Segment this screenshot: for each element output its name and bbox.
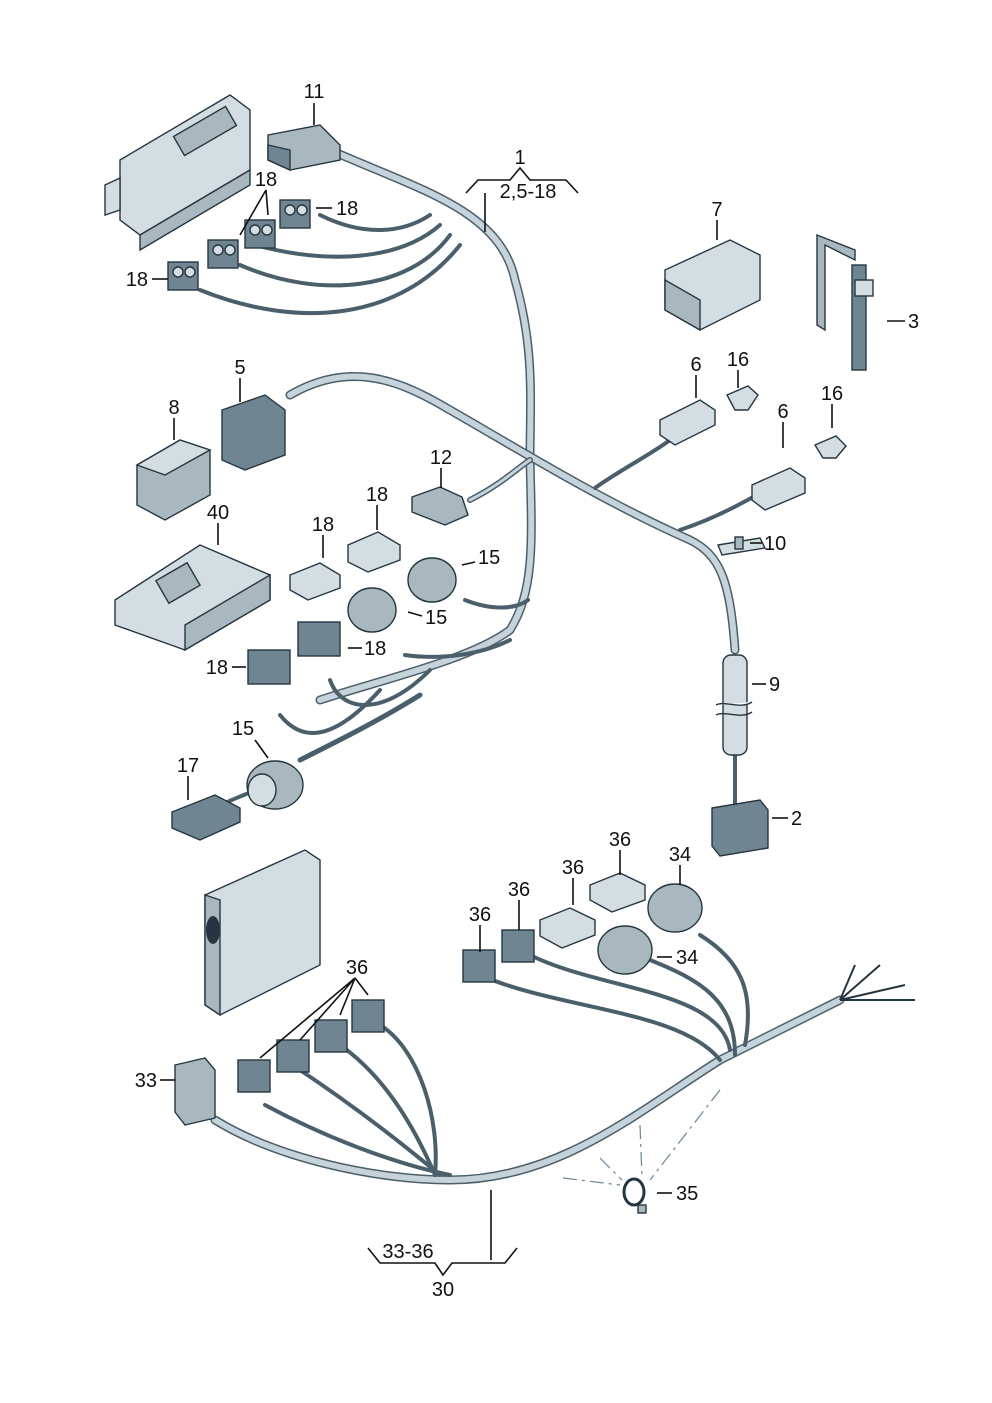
clip-10[interactable]: [717, 536, 767, 556]
plug-connector-36-l4[interactable]: [351, 999, 385, 1033]
callout-15[interactable]: 15: [425, 607, 447, 629]
protective-cap-15-b[interactable]: [347, 587, 397, 633]
callout-36[interactable]: 36: [508, 879, 530, 901]
group-bracket-1: [465, 166, 579, 232]
fuse-16-b[interactable]: [813, 435, 847, 459]
connector-housing-2[interactable]: [711, 799, 769, 857]
plug-connector-18-upper-1[interactable]: [279, 199, 311, 229]
plug-connector-18-low-2[interactable]: [247, 649, 291, 685]
callout-16[interactable]: 16: [727, 349, 749, 371]
callout-labels: 1 2,5-18 33-36 30 11 18 18 18 7 3 5 8 6 …: [126, 81, 919, 1301]
callout-10[interactable]: 10: [764, 533, 786, 555]
callout-36[interactable]: 36: [562, 857, 584, 879]
callout-8[interactable]: 8: [168, 397, 179, 419]
callout-6[interactable]: 6: [690, 354, 701, 376]
connector-housing-12[interactable]: [411, 486, 469, 526]
plug-connector-18-upper-3[interactable]: [207, 239, 239, 269]
group-1-includes: 2,5-18: [500, 181, 557, 203]
plug-connector-18-mid-1[interactable]: [289, 562, 341, 601]
harness-30-wires: [210, 933, 915, 1185]
callout-15[interactable]: 15: [478, 547, 500, 569]
callout-33[interactable]: 33: [135, 1070, 157, 1092]
callout-17[interactable]: 17: [177, 755, 199, 777]
callout-40[interactable]: 40: [207, 502, 229, 524]
callout-7[interactable]: 7: [711, 199, 722, 221]
plug-connector-18-upper-2[interactable]: [244, 219, 276, 249]
harness-1-wires: [198, 145, 767, 822]
plug-connector-36-r2[interactable]: [501, 929, 535, 963]
group-30-number: 30: [432, 1279, 454, 1301]
group-1-number: 1: [514, 147, 525, 169]
plug-connector-36-r3[interactable]: [539, 907, 596, 949]
control-unit-40[interactable]: [114, 544, 271, 652]
protective-cap-15-a[interactable]: [407, 557, 457, 603]
callout-3[interactable]: 3: [908, 311, 919, 333]
plug-connector-18-low-1[interactable]: [297, 621, 341, 657]
plug-connector-18-upper-4[interactable]: [167, 261, 199, 291]
connector-11[interactable]: [267, 124, 341, 172]
relay-8[interactable]: [135, 439, 212, 521]
plug-connector-36-r1[interactable]: [462, 949, 496, 983]
callout-2[interactable]: 2: [791, 808, 802, 830]
callout-18[interactable]: 18: [312, 514, 334, 536]
protective-cap-34-b[interactable]: [647, 883, 703, 933]
connector-housing-33[interactable]: [174, 1057, 216, 1126]
callout-18[interactable]: 18: [364, 638, 386, 660]
callout-12[interactable]: 12: [430, 447, 452, 469]
connector-housing-5[interactable]: [221, 394, 286, 471]
connector-17[interactable]: [171, 794, 241, 841]
callout-36[interactable]: 36: [469, 904, 491, 926]
group-30-includes: 33-36: [382, 1241, 433, 1263]
callout-35[interactable]: 35: [676, 1183, 698, 1205]
callout-18[interactable]: 18: [206, 657, 228, 679]
fuse-holder-cover-7[interactable]: [664, 239, 761, 332]
control-unit-lower[interactable]: [204, 849, 321, 1017]
plug-connector-36-l1[interactable]: [237, 1059, 271, 1093]
group-bracket-30: [367, 1190, 518, 1277]
plug-connector-36-l3[interactable]: [314, 1019, 348, 1053]
callout-34[interactable]: 34: [676, 947, 698, 969]
callout-11[interactable]: 11: [304, 81, 325, 103]
protective-cap-15-c[interactable]: [246, 760, 304, 810]
fuse-16-a[interactable]: [726, 385, 759, 411]
callout-6[interactable]: 6: [777, 401, 788, 423]
callout-18[interactable]: 18: [126, 269, 148, 291]
callout-16[interactable]: 16: [821, 383, 843, 405]
fuse-holder-6-a[interactable]: [659, 399, 716, 446]
leader-lines: [152, 103, 905, 1194]
plug-connector-18-mid-2[interactable]: [347, 531, 401, 573]
plug-connector-36-l2[interactable]: [276, 1039, 310, 1073]
callout-15[interactable]: 15: [232, 718, 254, 740]
cable-tie-35[interactable]: [562, 1089, 721, 1214]
callout-9[interactable]: 9: [769, 674, 780, 696]
control-unit-top[interactable]: [104, 94, 251, 252]
callout-36[interactable]: 36: [609, 829, 631, 851]
callout-5[interactable]: 5: [234, 357, 245, 379]
callout-34[interactable]: 34: [669, 844, 691, 866]
protective-cap-34-a[interactable]: [597, 925, 653, 975]
callout-18[interactable]: 18: [255, 169, 277, 191]
callout-18[interactable]: 18: [336, 198, 358, 220]
callout-36[interactable]: 36: [346, 957, 368, 979]
cable-sleeve-9[interactable]: [715, 654, 753, 756]
callout-18[interactable]: 18: [366, 484, 388, 506]
plug-connector-36-r4[interactable]: [589, 872, 646, 913]
fuse-holder-6-b[interactable]: [751, 467, 806, 511]
fuse-bracket-3[interactable]: [816, 233, 874, 371]
